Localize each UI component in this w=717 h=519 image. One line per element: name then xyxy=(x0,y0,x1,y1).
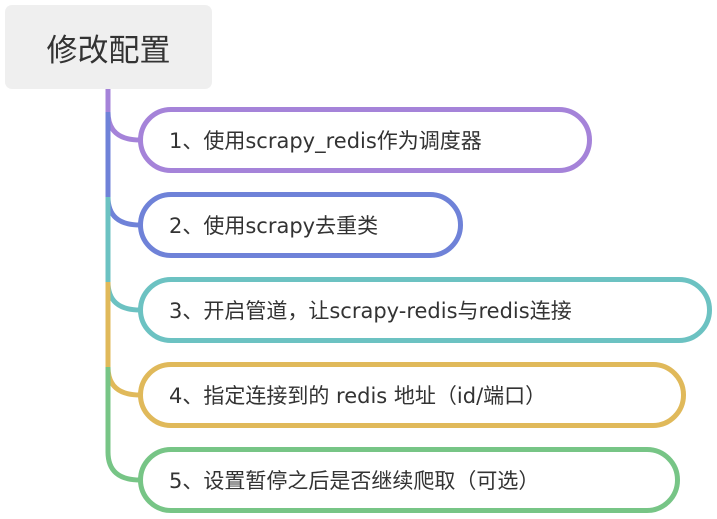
subtopic-4[interactable]: 4、指定连接到的 redis 地址（id/端口） xyxy=(138,362,686,428)
subtopic-label: 4、指定连接到的 redis 地址（id/端口） xyxy=(169,384,547,408)
subtopic-label: 5、设置暂停之后是否继续爬取（可选） xyxy=(169,469,540,493)
subtopic-label: 2、使用scrapy去重类 xyxy=(169,214,379,238)
subtopic-3[interactable]: 3、开启管道，让scrapy-redis与redis连接 xyxy=(138,277,712,343)
subtopic-2[interactable]: 2、使用scrapy去重类 xyxy=(138,192,463,258)
subtopic-1[interactable]: 1、使用scrapy_redis作为调度器 xyxy=(138,107,592,173)
trunk-segment-1 xyxy=(105,89,141,143)
subtopic-label: 3、开启管道，让scrapy-redis与redis连接 xyxy=(169,299,572,323)
trunk-segment-5 xyxy=(105,367,141,483)
subtopic-label: 1、使用scrapy_redis作为调度器 xyxy=(169,129,482,153)
subtopic-5[interactable]: 5、设置暂停之后是否继续爬取（可选） xyxy=(138,447,680,513)
root-topic[interactable]: 修改配置 xyxy=(5,5,212,89)
